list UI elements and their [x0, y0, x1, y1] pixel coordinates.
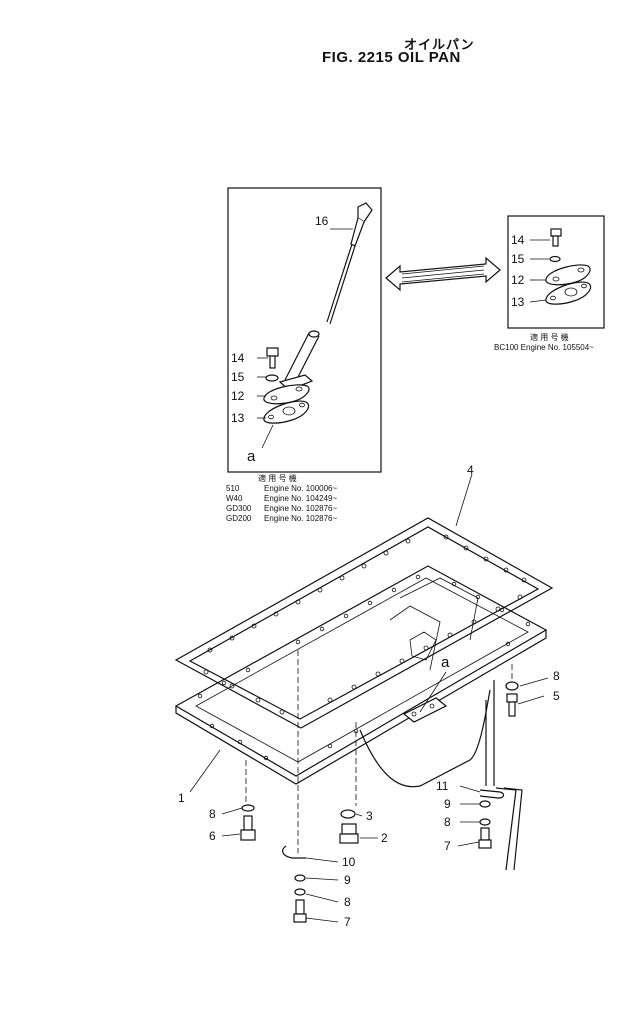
pan-bolt-holes: [197, 574, 531, 761]
guide-tube-icon: [485, 680, 523, 871]
callout-1: 1: [178, 791, 185, 805]
callout-15: 15: [231, 370, 245, 384]
callout-3: 3: [366, 809, 373, 823]
washer-icon: [505, 681, 519, 691]
dipstick-tube-icon: [278, 330, 320, 391]
washer-icon: [241, 804, 255, 812]
callout-8: 8: [209, 807, 216, 821]
lock-washer-icon: [294, 874, 306, 882]
callout-9: 9: [344, 873, 351, 887]
callout-13: 13: [231, 411, 245, 425]
applicability-engine: Engine No. 102876~: [264, 504, 338, 513]
applicability-model: W40: [226, 494, 243, 503]
gasket-plate-icon: [545, 281, 592, 305]
callout-14: 14: [231, 351, 245, 365]
gasket-bolt-holes: [203, 534, 527, 715]
bolt-icon: [550, 228, 562, 247]
applicability-engine: Engine No. 100006~: [264, 484, 338, 493]
callout-8: 8: [444, 815, 451, 829]
dipstick-icon: [326, 202, 373, 325]
view-letter-a-left: a: [247, 448, 256, 465]
callout-11: 11: [436, 779, 449, 793]
bolt-icon: [478, 827, 492, 849]
detail-box-right: 14 15 12 13: [507, 215, 605, 329]
applicability-right: BC100 Engine No. 105504~: [494, 343, 594, 352]
drain-plug-icon: [339, 823, 359, 844]
figure-title: FIG. 2215 OIL PAN: [322, 49, 461, 66]
callout-12: 12: [231, 389, 245, 403]
callout-10: 10: [342, 855, 356, 869]
lock-washer-icon: [479, 800, 491, 808]
callout-7: 7: [344, 915, 351, 929]
callout-8: 8: [553, 669, 560, 683]
applicability-model: GD300: [226, 504, 252, 513]
washer-icon: [479, 818, 491, 826]
callout-8: 8: [344, 895, 351, 909]
callout-4: 4: [467, 463, 474, 477]
callout-7: 7: [444, 839, 451, 853]
assembly-center-lines: [245, 650, 513, 858]
applicability-model: GD200: [226, 514, 252, 523]
washer-icon: [340, 809, 356, 819]
lock-washer-icon: [265, 374, 279, 382]
callout-5: 5: [553, 689, 560, 703]
callout-15: 15: [511, 252, 525, 266]
view-letter-a-main: a: [441, 654, 450, 671]
leader-lines: [189, 473, 549, 923]
clip-icon: [479, 789, 505, 799]
callout-2: 2: [381, 831, 388, 845]
callout-9: 9: [444, 797, 451, 811]
plate-icon: [545, 264, 591, 286]
washer-icon: [294, 888, 306, 896]
figure-title-japanese: オイルパン: [404, 37, 475, 52]
bolt-icon: [506, 693, 518, 717]
bolt-icon: [240, 815, 256, 841]
callout-6: 6: [209, 829, 216, 843]
bolt-icon: [293, 899, 307, 923]
applicability-heading-right: 適 用 号 機: [530, 332, 569, 342]
callout-13: 13: [511, 295, 525, 309]
callout-12: 12: [511, 273, 525, 287]
plate-icon: [263, 384, 310, 405]
gasket-plate-icon: [263, 400, 310, 424]
oil-pan-gasket: [174, 517, 554, 729]
clip-icon: [282, 845, 306, 859]
double-arrow-icon: [385, 256, 501, 292]
callout-16: 16: [315, 214, 329, 228]
lock-washer-icon: [549, 255, 561, 263]
bolt-icon: [266, 347, 279, 369]
applicability-engine: Engine No. 104249~: [264, 494, 338, 503]
applicability-table-left: 適 用 号 機 510 Engine No. 100006~ W40 Engin…: [226, 473, 338, 523]
detail-box-left: 16 14 15 12 13 a: [227, 187, 382, 473]
oil-pan: [174, 565, 548, 788]
applicability-engine: Engine No. 102876~: [264, 514, 338, 523]
applicability-heading-left: 適 用 号 機: [258, 473, 297, 483]
callout-14: 14: [511, 233, 525, 247]
applicability-model: 510: [226, 484, 240, 493]
